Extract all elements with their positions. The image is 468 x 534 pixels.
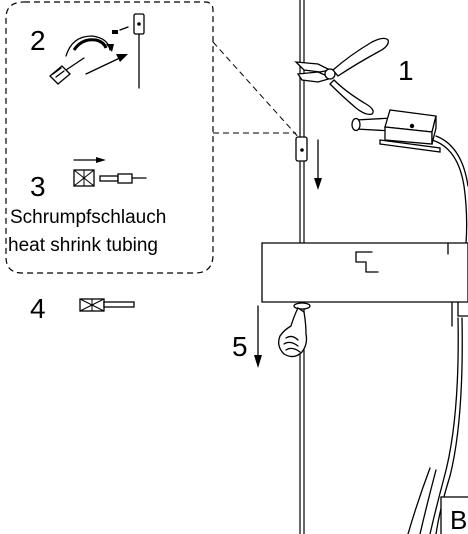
lamp-fixture-icon [351,109,468,245]
heat-shrink-label-de: Schrumpfschlauch [10,207,166,228]
step-2-label: 2 [30,25,46,56]
down-arrow-clamp [314,139,322,190]
step-5-label: 5 [232,331,248,362]
power-cord-lower [429,317,459,534]
hand-pushing-icon [278,307,308,358]
cord-to-b-1 [419,469,437,534]
heat-shrink-label-en: heat shrink tubing [8,235,158,256]
step-3-label: 3 [30,171,46,202]
pliers-icon [294,37,389,116]
cord-to-b-2 [407,467,431,534]
cable-clamp-detail-icon [112,13,145,89]
inset-frame [5,1,214,274]
cable-clamp-icon [295,136,308,162]
mounting-bar [261,242,468,327]
screwdriver-icon [49,35,128,85]
step-4-label: 4 [30,293,46,324]
heat-shrink-step3-icon [73,157,147,187]
power-cord-lower-2 [435,317,463,534]
leader-line-top [212,41,302,141]
part-b-box: B [440,496,468,534]
heat-shrink-step4-icon [79,298,135,312]
part-b-label: B [450,505,467,534]
down-arrow-step5 [254,305,262,368]
step-1-label: 1 [398,55,414,86]
